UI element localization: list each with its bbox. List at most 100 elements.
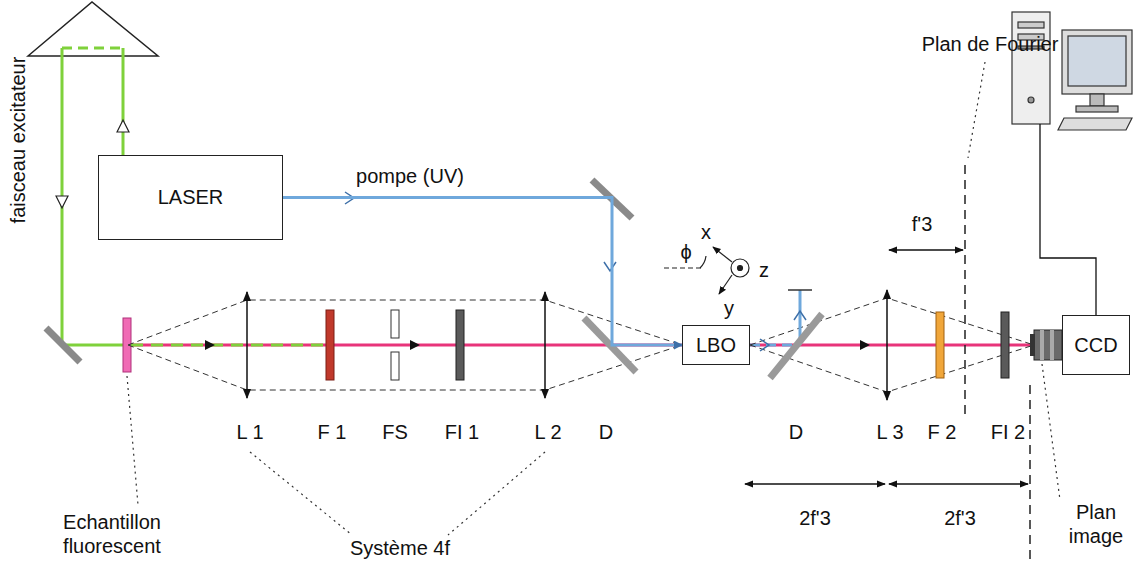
filter-part: [936, 312, 944, 378]
angle-label: ϕ: [678, 240, 693, 264]
group-label: Système 4f: [348, 536, 452, 560]
part-label: F 2: [926, 420, 959, 444]
dimension-label: f'3: [910, 212, 935, 236]
computer-part: [1028, 97, 1034, 103]
part-label: L 3: [874, 420, 905, 444]
lens: [247, 290, 887, 400]
field-stop: [391, 310, 399, 380]
mirror: [46, 328, 80, 362]
pump-exit-part: [794, 311, 806, 320]
beam-envelope: [128, 298, 1034, 392]
excitation-beam-part: [117, 120, 129, 132]
field-stop-part: [391, 352, 399, 380]
axes-symbol: [664, 247, 749, 294]
leader-line: [127, 62, 1060, 535]
dimension-arrow-part: [745, 483, 885, 484]
axis-label: x: [699, 220, 713, 244]
pump-beam-part: [604, 262, 616, 271]
pump-exit-part: [788, 289, 812, 291]
computer-part: [1068, 36, 1126, 86]
fluorescence-beam-part: [131, 344, 328, 347]
crystal-box: LBO: [682, 325, 750, 365]
leader-line-part: [1042, 364, 1060, 500]
lens-part: [886, 290, 888, 400]
fluorescent-sample-part: [123, 318, 131, 372]
interference-filter: [456, 310, 1009, 380]
prism-part: [62, 47, 123, 50]
leader-line-part: [250, 452, 352, 535]
lens-part: [246, 292, 248, 398]
camera-lens-part: [1030, 334, 1035, 356]
dichroic-mirror-part: [770, 314, 822, 378]
leader-line-part: [448, 452, 545, 535]
pump-beam: [283, 198, 682, 346]
camera-lens-part: [1040, 330, 1044, 360]
node-label: LASER: [154, 186, 228, 209]
computer-part: [1012, 12, 1050, 124]
dimension-arrow-part: [889, 483, 1028, 484]
axes-symbol-part: [731, 259, 749, 277]
computer-part: [1076, 106, 1118, 112]
beam-label: faisceau excitateur: [6, 55, 30, 226]
pump-beam-part: [760, 339, 769, 351]
part-label: D: [787, 420, 805, 444]
dimension-arrow-part: [889, 249, 963, 250]
part-label: F 1: [316, 420, 349, 444]
plane-line-part: [1029, 385, 1031, 560]
dimension-label: 2f'3: [942, 506, 978, 530]
part-label: L 2: [532, 420, 563, 444]
interference-filter-part: [456, 310, 464, 380]
computer-part: [1018, 22, 1044, 28]
dimension-arrow: [745, 250, 1028, 484]
beam-label: pompe (UV): [354, 164, 466, 188]
part-label: FI 2: [989, 420, 1027, 444]
prism: [28, 2, 158, 56]
plane-line: [965, 165, 1030, 560]
axis-label: z: [757, 258, 771, 282]
excitation-beam-part: [122, 48, 125, 155]
computer-part: [1062, 30, 1132, 94]
plane-label: Plan de Fourier: [920, 32, 1061, 56]
leader-line-part: [127, 376, 138, 505]
part-label: FS: [380, 420, 410, 444]
axis-label: y: [722, 296, 736, 320]
fluorescence-beam-part: [750, 344, 797, 347]
node-label: LBO: [692, 334, 740, 357]
field-stop-part: [391, 310, 399, 338]
fluorescence-beam: [131, 340, 1034, 350]
fluorescence-beam-part: [860, 340, 870, 350]
computer-part: [1058, 118, 1132, 130]
fluorescence-beam-part: [410, 340, 420, 350]
part-label: D: [597, 420, 615, 444]
beam-envelope-part: [750, 298, 1034, 345]
camera-box: CCD: [1062, 315, 1130, 375]
part-label: FI 1: [443, 420, 481, 444]
prism-part: [28, 2, 158, 56]
axes-symbol-part: [700, 256, 706, 268]
node-label: CCD: [1070, 334, 1121, 357]
excitation-beam-part: [56, 196, 68, 208]
axes-symbol-part: [713, 247, 732, 262]
plane-label: Plan image: [1063, 500, 1129, 548]
axes-symbol-part: [664, 267, 702, 268]
computer-part: [1040, 124, 1096, 315]
leader-line-part: [968, 62, 985, 158]
dimension-label: 2f'3: [797, 506, 833, 530]
computer-part: [1090, 94, 1104, 106]
fluorescence-beam-part: [205, 340, 215, 350]
mirror-part: [46, 328, 80, 362]
plane-line-part: [964, 165, 966, 420]
camera-lens-part: [1050, 330, 1054, 360]
computer: [1012, 12, 1132, 315]
part-label: Echantillon fluorescent: [50, 510, 174, 558]
axes-symbol-part: [738, 266, 743, 271]
part-label: L 1: [234, 420, 265, 444]
lens-part: [544, 292, 546, 398]
interference-filter-part: [1001, 312, 1009, 378]
camera-lens-part: [1034, 330, 1062, 360]
filter-part: [326, 310, 334, 380]
beam-envelope-part: [128, 345, 682, 390]
camera-lens: [1030, 330, 1062, 360]
